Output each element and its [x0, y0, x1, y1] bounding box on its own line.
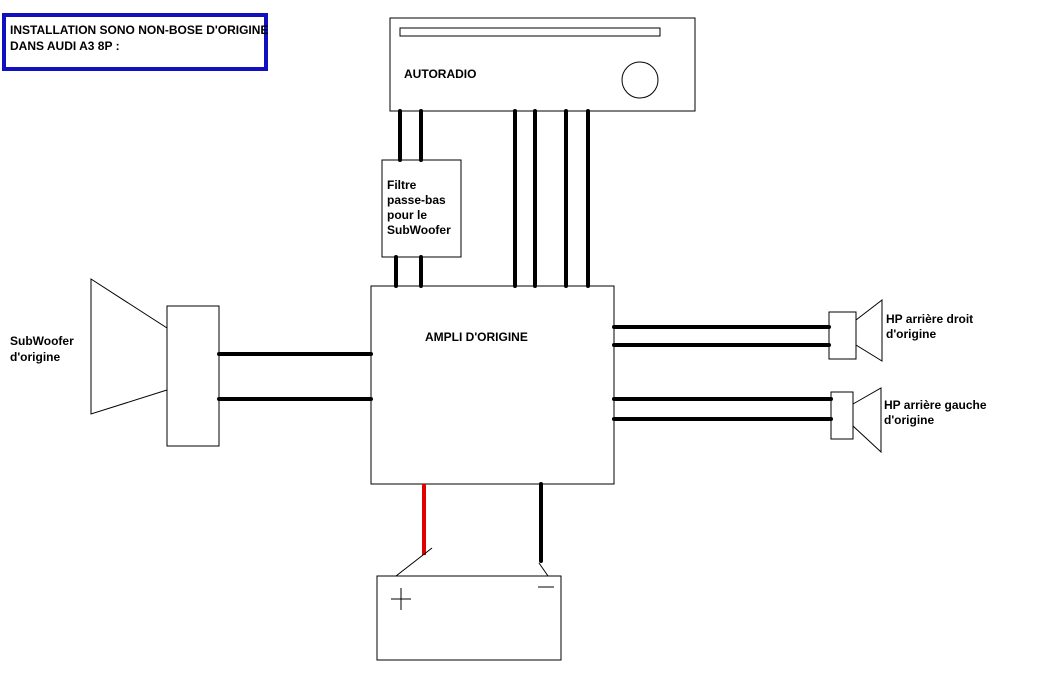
- filter-label-line-3: pour le: [387, 208, 427, 222]
- autoradio-label: AUTORADIO: [404, 67, 476, 81]
- ampli-label: AMPLI D'ORIGINE: [425, 330, 528, 344]
- battery-box: [376, 575, 562, 661]
- filter-label-line-2: passe-bas: [387, 193, 446, 207]
- autoradio-knob: [621, 61, 659, 99]
- subwoofer-label-line-2: d'origine: [10, 350, 61, 364]
- hp-left-label-line-1: HP arrière gauche: [884, 398, 987, 412]
- hp-right-magnet: [828, 311, 857, 360]
- hp-right-speaker: HP arrière droit d'origine: [828, 298, 973, 362]
- filter-label-line-1: Filtre: [387, 178, 417, 192]
- autoradio-cd-slot: [399, 27, 661, 37]
- title-line-2: DANS AUDI A3 8P :: [10, 39, 120, 53]
- title-border: [2, 13, 268, 71]
- hp-left-magnet: [830, 391, 854, 440]
- hp-left-cone: [852, 387, 882, 454]
- subwoofer-cone: [90, 278, 168, 415]
- hp-right-label-line-2: d'origine: [886, 327, 937, 341]
- ampli-unit: AMPLI D'ORIGINE: [370, 285, 615, 485]
- lowpass-filter: Filtre passe-bas pour le SubWoofer: [381, 159, 462, 258]
- hp-left-label-line-2: d'origine: [884, 413, 935, 427]
- title-line-1: INSTALLATION SONO NON-BOSE D'ORIGINE: [10, 23, 268, 37]
- battery: [376, 575, 562, 661]
- wire-positive-terminal: [395, 547, 433, 577]
- autoradio-unit: AUTORADIO: [389, 17, 696, 112]
- hp-left-speaker: HP arrière gauche d'origine: [830, 387, 987, 454]
- subwoofer-speaker: SubWoofer d'origine: [10, 278, 220, 447]
- subwoofer-magnet: [166, 305, 220, 447]
- hp-right-label-line-1: HP arrière droit: [886, 312, 973, 326]
- hp-right-cone: [855, 298, 883, 362]
- filter-label-line-4: SubWoofer: [387, 223, 451, 237]
- ampli-box: [370, 285, 615, 485]
- wire-negative-terminal: [538, 562, 549, 577]
- subwoofer-label-line-1: SubWoofer: [10, 334, 74, 348]
- title-box: INSTALLATION SONO NON-BOSE D'ORIGINE DAN…: [2, 13, 268, 71]
